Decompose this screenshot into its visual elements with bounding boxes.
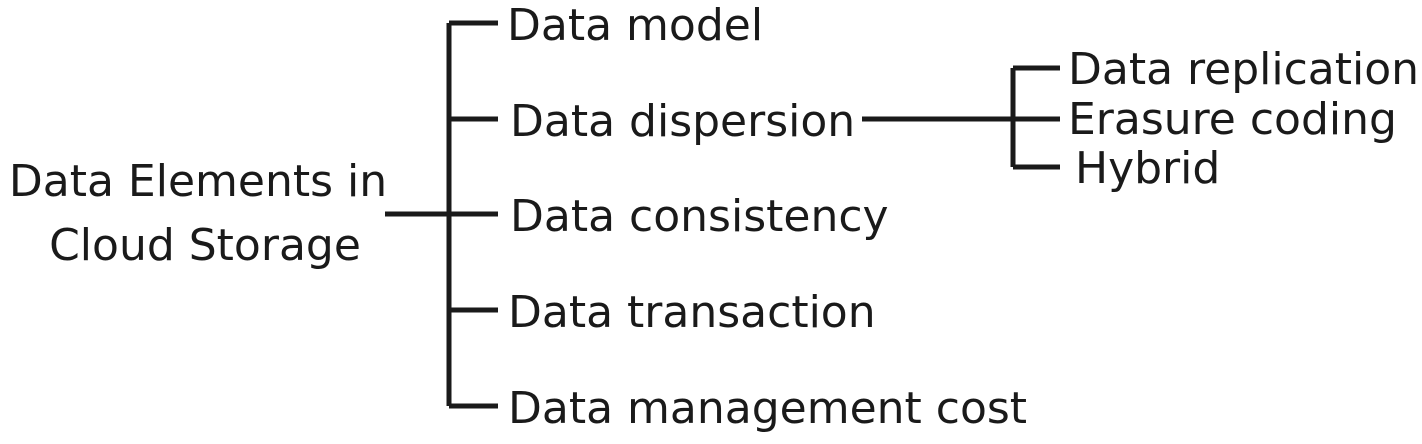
sub-label-erasure-coding: Erasure coding bbox=[1068, 94, 1397, 145]
branch-label-data-dispersion: Data dispersion bbox=[510, 96, 855, 147]
branch-label-data-transaction: Data transaction bbox=[508, 287, 876, 338]
sub-label-data-replication: Data replication bbox=[1068, 44, 1419, 95]
root-label-line-1: Data Elements in bbox=[9, 156, 387, 207]
root-label-line-2: Cloud Storage bbox=[49, 220, 361, 271]
sub-label-hybrid: Hybrid bbox=[1075, 143, 1220, 194]
branch-label-data-management-cost: Data management cost bbox=[508, 383, 1027, 434]
branch-label-data-model: Data model bbox=[507, 0, 763, 51]
branch-label-data-consistency: Data consistency bbox=[510, 191, 889, 242]
